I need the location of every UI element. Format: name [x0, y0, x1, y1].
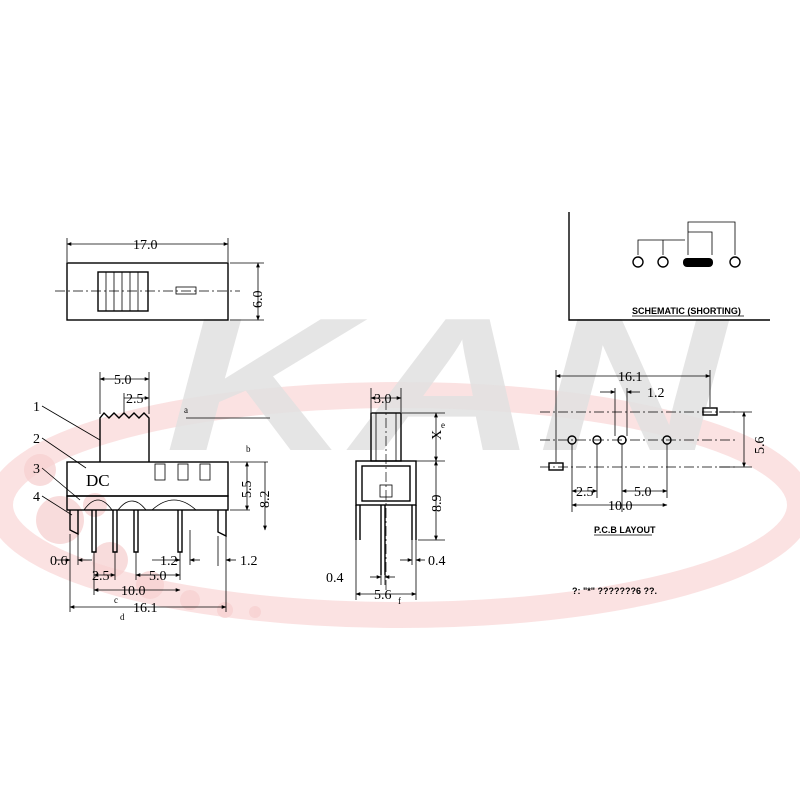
body-marking: DC: [86, 471, 110, 490]
pcb-dim-p2: 5.0: [634, 485, 652, 500]
callout-4: 4: [33, 490, 40, 505]
dim-total-height: 8.2: [258, 491, 273, 509]
drawing-note: ?: "*" ???????6 ??.: [572, 586, 657, 596]
schematic: SCHEMATIC (SHORTING): [568, 212, 770, 321]
dim-span-d: 16.1: [133, 601, 158, 616]
dim-pitch1: 2.5: [92, 569, 110, 584]
dim-end-x: X: [430, 430, 445, 440]
pcb-dim-p1: 2.5: [576, 485, 594, 500]
pcb-dim-slot: 1.2: [647, 386, 665, 401]
dim-body-height: 5.5: [240, 481, 255, 499]
note-c: c: [114, 595, 118, 605]
end-view: 3.0 X e 8.9 0.4 0.4 5.6 f: [326, 388, 446, 606]
pcb-layout: 16.1 1.2 5.6 2.5 5.0 10.0 P.C.B LAYOUT: [540, 370, 768, 536]
callout-2: 2: [33, 432, 40, 447]
note-f: f: [398, 596, 401, 606]
callout-3: 3: [33, 462, 40, 477]
dim-pin-width: 0.6: [50, 554, 68, 569]
watermark: KAN: [0, 279, 800, 628]
note-a: a: [184, 405, 188, 415]
schematic-label: SCHEMATIC (SHORTING): [632, 306, 741, 316]
side-view: DC 1 2 3 4 5.0 2.5 a: [33, 372, 273, 622]
pcb-dim-height: 5.6: [753, 437, 768, 455]
pcb-dim-total: 16.1: [618, 370, 643, 385]
top-view: 17.0 6.0: [55, 238, 266, 321]
pcb-label: P.C.B LAYOUT: [594, 525, 656, 535]
dim-end-tab: 1.2: [240, 554, 258, 569]
note-e: e: [441, 420, 445, 430]
dim-end-top: 3.0: [374, 392, 392, 407]
callout-1: 1: [33, 400, 40, 415]
dim-end-base: 5.6: [374, 588, 392, 603]
dim-span-c: 10.0: [121, 584, 146, 599]
dim-end-pin-left: 0.4: [326, 571, 344, 586]
dim-pitch2: 5.0: [149, 569, 167, 584]
note-d: d: [120, 612, 125, 622]
dim-actuator-width: 5.0: [114, 373, 132, 388]
note-b: b: [246, 444, 251, 454]
dim-pitch3: 1.2: [160, 554, 178, 569]
dim-actuator-offset: 2.5: [126, 392, 144, 407]
dim-end-height: 8.9: [430, 495, 445, 513]
dim-top-height: 6.0: [251, 291, 266, 309]
dim-top-width: 17.0: [133, 238, 158, 253]
dim-end-pin-right: 0.4: [428, 554, 446, 569]
pcb-dim-span: 10.0: [608, 499, 633, 514]
